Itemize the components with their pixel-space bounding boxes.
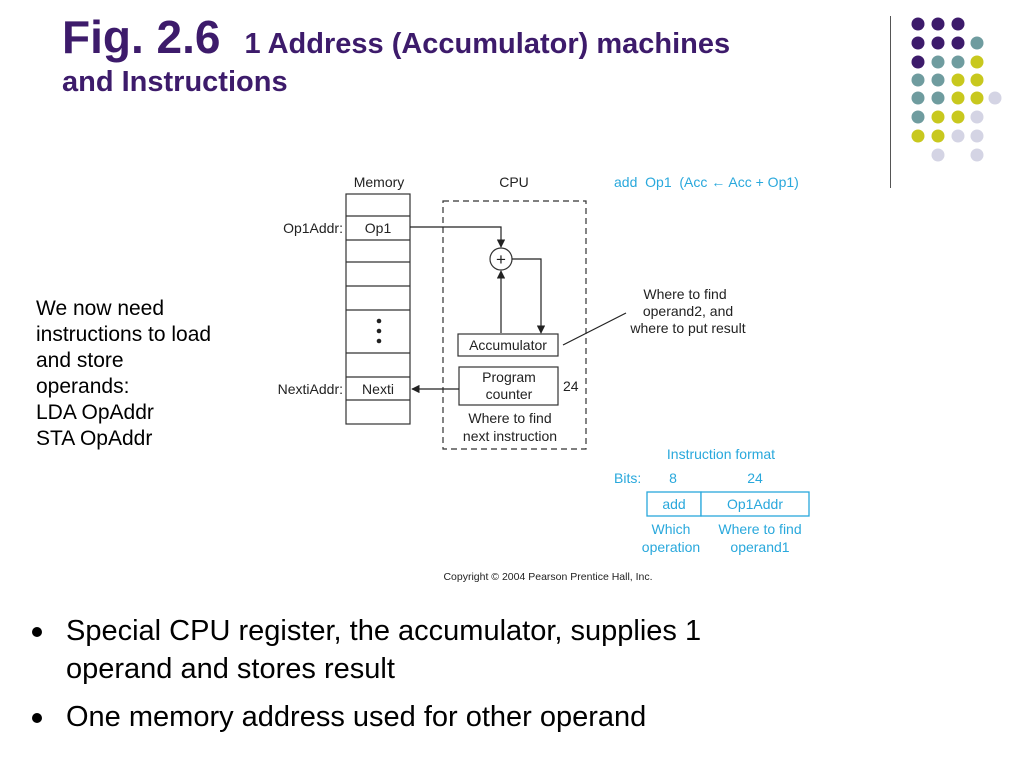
find-next-label-1: Where to find <box>468 410 551 426</box>
dot-olive <box>931 110 945 124</box>
format-opcode-text: add <box>662 496 685 512</box>
dot-lavender <box>988 91 1002 105</box>
ellipsis-dot <box>376 338 382 344</box>
dot-purple <box>931 36 945 50</box>
memory-column <box>345 193 411 425</box>
cpu-label: CPU <box>499 174 529 190</box>
ellipsis-dot <box>376 318 382 324</box>
dot-olive <box>931 129 945 143</box>
dot-teal <box>970 36 984 50</box>
accumulator-label: Accumulator <box>469 337 547 353</box>
ellipsis-dot <box>376 328 382 334</box>
bits-opcode: 8 <box>669 470 677 486</box>
side-notes: We now need instructions to load and sto… <box>36 296 266 452</box>
bullet-text-continued: operand and stores result <box>66 653 395 685</box>
nextiaddr-label: NextiAddr: <box>278 381 343 397</box>
format-address-text: Op1Addr <box>727 496 783 512</box>
dot-purple <box>911 36 925 50</box>
memory-label: Memory <box>354 174 405 190</box>
decorative-dot-grid <box>911 17 1002 162</box>
program-counter-label-2: counter <box>486 386 533 402</box>
dot-olive <box>970 91 984 105</box>
operand2-pointer-line <box>562 312 627 346</box>
format-address-field <box>700 491 810 517</box>
dot-purple <box>951 17 965 31</box>
dot-teal <box>911 110 925 124</box>
bits-label: Bits: <box>614 470 641 486</box>
dot-purple <box>911 55 925 69</box>
op1addr-label: Op1Addr: <box>283 220 343 236</box>
program-counter-box <box>458 366 559 406</box>
decorative-divider <box>890 16 891 188</box>
side-note-line: We now need <box>36 297 165 320</box>
adder-to-accumulator-arrow <box>512 258 546 334</box>
bullet-text: Special CPU register, the accumulator, s… <box>66 615 702 647</box>
side-note-line: LDA OpAddr <box>36 401 154 424</box>
side-note-line: instructions to load <box>36 323 212 346</box>
bullet-item: One memory address used for other operan… <box>30 698 990 736</box>
dot-olive <box>951 73 965 87</box>
dot-teal <box>931 91 945 105</box>
dot-olive <box>970 55 984 69</box>
instruction-format-title: Instruction format <box>667 446 775 462</box>
dot-teal <box>911 91 925 105</box>
find-next-label-2: next instruction <box>463 428 557 444</box>
dot-olive <box>970 73 984 87</box>
opcode-desc-2: operation <box>642 539 700 555</box>
op1-cell: Op1 <box>365 220 392 236</box>
dot-lavender <box>970 129 984 143</box>
memory-column-outline <box>345 193 411 425</box>
dot-teal <box>931 55 945 69</box>
dot-purple <box>951 36 965 50</box>
address-desc-2: operand1 <box>730 539 789 555</box>
side-note-line: operands: <box>36 375 130 398</box>
bits-address: 24 <box>747 470 763 486</box>
dot-olive <box>951 91 965 105</box>
accumulator-machine-diagram: Memory Op1 Nexti Op1Addr: NextiAddr: CPU… <box>278 174 810 583</box>
dot-olive <box>951 110 965 124</box>
instruction-example: add Op1 (Acc ← Acc + Op1) <box>614 174 799 190</box>
dot-purple <box>911 17 925 31</box>
dot-teal <box>911 73 925 87</box>
address-desc-1: Where to find <box>718 521 801 537</box>
dot-lavender <box>931 148 945 162</box>
nexti-cell: Nexti <box>362 381 394 397</box>
dot-lavender <box>970 110 984 124</box>
opcode-desc-1: Which <box>652 521 691 537</box>
side-note-line: STA OpAddr <box>36 427 153 450</box>
bullet-item: Special CPU register, the accumulator, s… <box>30 612 990 688</box>
copyright-notice: Copyright © 2004 Pearson Prentice Hall, … <box>443 571 652 583</box>
dot-olive <box>911 129 925 143</box>
dot-lavender <box>951 129 965 143</box>
side-note-line: and store <box>36 349 124 372</box>
dot-teal <box>951 55 965 69</box>
bullet-text: One memory address used for other operan… <box>66 701 647 733</box>
dot-lavender <box>970 148 984 162</box>
bullet-list: Special CPU register, the accumulator, s… <box>30 612 990 746</box>
dot-teal <box>931 73 945 87</box>
operand2-note-2: operand2, and <box>643 303 733 319</box>
dot-purple <box>931 17 945 31</box>
title-main: 1 Address (Accumulator) machines <box>244 28 731 60</box>
op1-to-adder-arrow <box>410 226 506 248</box>
cpu-boundary <box>442 200 587 450</box>
program-counter-bits: 24 <box>563 378 579 394</box>
title-fig-number: Fig. 2.6 <box>62 11 221 63</box>
program-counter-label-1: Program <box>482 369 536 385</box>
slide-title: Fig. 2.6 1 Address (Accumulator) machines… <box>62 14 882 97</box>
title-line-2: and Instructions <box>62 66 288 98</box>
adder-plus: + <box>496 250 506 269</box>
operand2-note-1: Where to find <box>643 286 726 302</box>
accumulator-box <box>457 333 559 357</box>
operand2-note-3: where to put result <box>629 320 745 336</box>
